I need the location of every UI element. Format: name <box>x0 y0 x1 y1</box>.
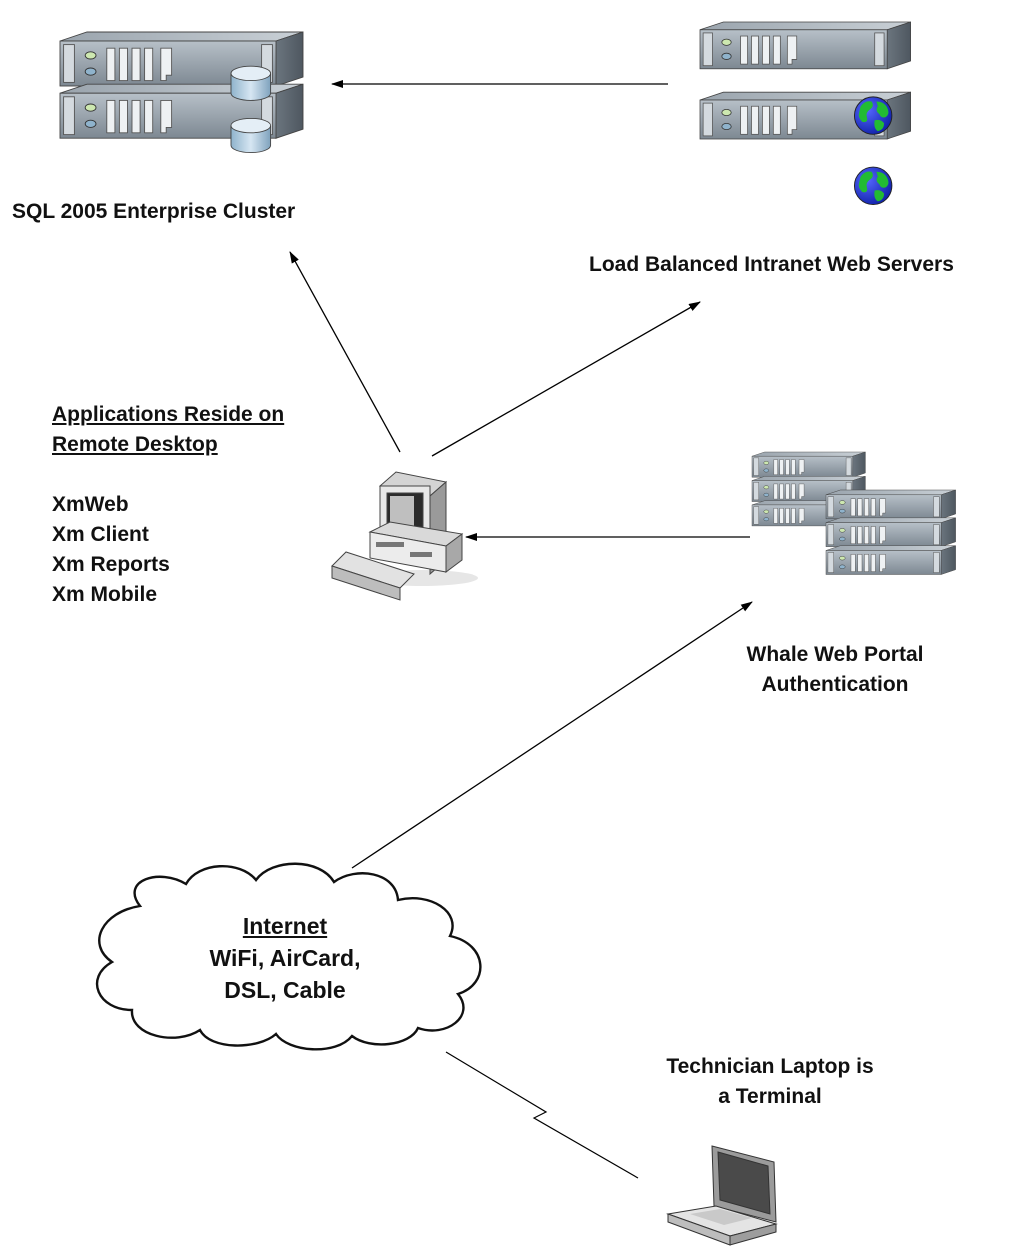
arrow-desktop-to-web <box>431 301 701 457</box>
server-cluster-icon <box>751 451 956 575</box>
remote-desktop-heading-line2: Remote Desktop <box>52 433 218 456</box>
internet-title: Internet <box>242 913 328 939</box>
internet-line2: DSL, Cable <box>224 977 346 1003</box>
web-servers-label: Load Balanced Intranet Web Servers <box>589 253 954 276</box>
laptop-label-line2: a Terminal <box>718 1085 822 1108</box>
desktop-computer-icon <box>331 471 478 601</box>
app-list-item: XmWeb <box>52 493 129 516</box>
laptop-label: Technician Laptop is a Terminal <box>630 1052 910 1112</box>
laptop-label-line1: Technician Laptop is <box>666 1055 874 1078</box>
whale-portal-label: Whale Web Portal Authentication <box>700 640 970 700</box>
web-server-icon <box>699 21 911 205</box>
remote-desktop-apps: Applications Reside on Remote Desktop Xm… <box>52 400 284 610</box>
cloud-icon <box>95 862 482 1051</box>
app-list-item: Xm Mobile <box>52 583 158 606</box>
app-list-item: Xm Client <box>52 523 149 546</box>
whale-portal-label-line2: Authentication <box>761 673 909 696</box>
app-list-item: Xm Reports <box>52 553 170 576</box>
database-server-icon <box>59 31 304 154</box>
wireless-link <box>445 1051 639 1179</box>
arrow-internet-to-portal <box>351 601 753 869</box>
whale-portal-label-line1: Whale Web Portal <box>746 643 924 666</box>
internet-line1: WiFi, AirCard, <box>209 945 361 971</box>
laptop-icon <box>666 1145 778 1246</box>
sql-cluster-label: SQL 2005 Enterprise Cluster <box>12 200 296 223</box>
internet-label: Internet WiFi, AirCard, DSL, Cable <box>150 910 420 1006</box>
arrow-desktop-to-sql <box>289 251 401 453</box>
remote-desktop-heading-line1: Applications Reside on <box>52 403 285 426</box>
